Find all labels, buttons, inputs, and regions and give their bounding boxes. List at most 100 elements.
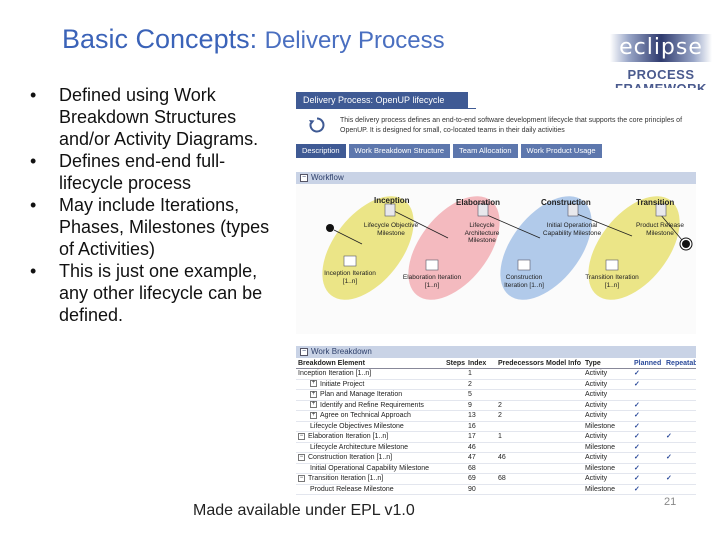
expand-icon[interactable]: + <box>310 401 317 409</box>
index-cell: 69 <box>468 475 476 482</box>
tab-team-allocation[interactable]: Team Allocation <box>453 144 518 158</box>
delivery-process-screenshot: Delivery Process: OpenUP lifecycle This … <box>296 88 696 504</box>
col-header: Model Info <box>546 360 581 367</box>
page-number: 21 <box>664 496 677 508</box>
workflow-section-bar[interactable]: −Workflow <box>296 172 696 184</box>
planned-cell: ✓ <box>634 370 640 377</box>
model-info-cell <box>546 432 585 442</box>
collapse-icon[interactable]: − <box>300 173 308 182</box>
workflow-svg <box>296 184 696 334</box>
tab-work-product-usage[interactable]: Work Product Usage <box>520 144 602 158</box>
breakdown-element-cell: Initial Operational Capability Milestone <box>296 464 446 474</box>
transition-ellipse <box>588 196 680 300</box>
bullet-list: Defined using Work Breakdown Structures … <box>28 84 278 326</box>
expand-icon[interactable]: − <box>298 474 305 482</box>
work-breakdown-section-bar[interactable]: −Work Breakdown <box>296 346 696 358</box>
work-breakdown-title: Work Breakdown <box>311 347 372 356</box>
planned-cell: ✓ <box>634 475 640 482</box>
steps-cell <box>446 422 468 432</box>
phase-elaboration: Elaboration <box>456 198 501 207</box>
expand-icon[interactable]: + <box>310 380 317 388</box>
planned-cell <box>634 390 666 400</box>
iteration-icon <box>517 259 531 271</box>
breakdown-element-cell: +Agree on Technical Approach <box>296 411 446 421</box>
model-info-cell <box>546 401 585 411</box>
element-name: Product Release Milestone <box>310 485 394 493</box>
breakdown-element-cell: −Construction Iteration [1..n] <box>296 453 446 463</box>
tab-description[interactable]: Description <box>296 144 346 158</box>
breakdown-element-cell: Product Release Milestone <box>296 485 446 495</box>
element-name: Lifecycle Architecture Milestone <box>310 443 409 451</box>
type-cell: Activity <box>585 475 608 482</box>
repeatable-cell: ✓ <box>666 475 672 482</box>
col-header: Breakdown Element <box>298 360 365 367</box>
repeatable-cell: ✓ <box>666 433 672 440</box>
breakdown-element-cell: +Identify and Refine Requirements <box>296 401 446 411</box>
repeatable-cell <box>666 443 696 453</box>
steps-cell <box>446 401 468 411</box>
predecessors-cell: 2 <box>498 412 502 419</box>
title-sub: Delivery Process <box>264 27 445 54</box>
breakdown-element-cell: −Elaboration Iteration [1..n] <box>296 432 446 442</box>
index-cell: 90 <box>468 485 476 493</box>
collapse-icon[interactable]: − <box>300 347 308 356</box>
element-name: Inception Iteration [1..n] <box>298 370 372 377</box>
milestone-label: Initial Operational Capability Milestone <box>542 222 602 237</box>
slide-title: Basic Concepts: Delivery Process <box>62 24 445 55</box>
repeatable-cell <box>666 485 696 495</box>
bullet-item: This is just one example, any other life… <box>28 260 278 326</box>
index-cell: 68 <box>468 464 476 472</box>
repeatable-cell <box>666 390 696 400</box>
predecessors-cell: 46 <box>498 454 506 461</box>
index-cell: 1 <box>468 370 472 377</box>
steps-cell <box>446 453 468 463</box>
milestone-icon <box>477 203 489 217</box>
expand-icon[interactable]: + <box>310 411 317 419</box>
planned-cell: ✓ <box>634 412 640 419</box>
expand-icon[interactable]: + <box>310 390 317 398</box>
workflow-diagram: Inception Elaboration Construction Trans… <box>296 184 696 334</box>
phase-transition: Transition <box>636 198 675 207</box>
table-row[interactable]: Initial Operational Capability Milestone… <box>296 464 696 474</box>
index-cell: 2 <box>468 380 472 388</box>
footer-text: Made available under EPL v1.0 <box>193 502 415 519</box>
index-cell: 47 <box>468 454 476 461</box>
repeatable-cell <box>666 380 696 390</box>
predecessors-cell <box>498 443 546 453</box>
milestone-icon <box>384 203 396 217</box>
milestone-icon <box>655 203 667 217</box>
steps-cell <box>446 390 468 400</box>
iteration-icon <box>605 259 619 271</box>
model-info-cell <box>546 474 585 484</box>
tab-work-breakdown[interactable]: Work Breakdown Structure <box>348 144 450 158</box>
title-main: Basic Concepts: <box>62 24 258 54</box>
work-breakdown-table: Breakdown Element Steps Index Predecesso… <box>296 358 696 495</box>
header-rule <box>296 108 476 109</box>
predecessors-cell <box>498 422 546 432</box>
expand-icon[interactable]: − <box>298 432 305 440</box>
steps-cell <box>446 411 468 421</box>
milestone-label: Lifecycle Architecture Milestone <box>464 222 500 244</box>
expand-icon[interactable]: − <box>298 453 305 461</box>
phase-construction: Construction <box>541 198 591 207</box>
iteration-label: Transition Iteration [1..n] <box>585 274 639 289</box>
start-node <box>326 224 334 232</box>
model-info-cell <box>546 380 585 390</box>
index-cell: 46 <box>468 443 476 451</box>
iteration-label: Inception Iteration [1..n] <box>324 270 376 285</box>
element-name: Agree on Technical Approach <box>320 412 411 419</box>
type-cell: Activity <box>585 433 608 440</box>
element-name: Construction Iteration [1..n] <box>308 454 393 461</box>
